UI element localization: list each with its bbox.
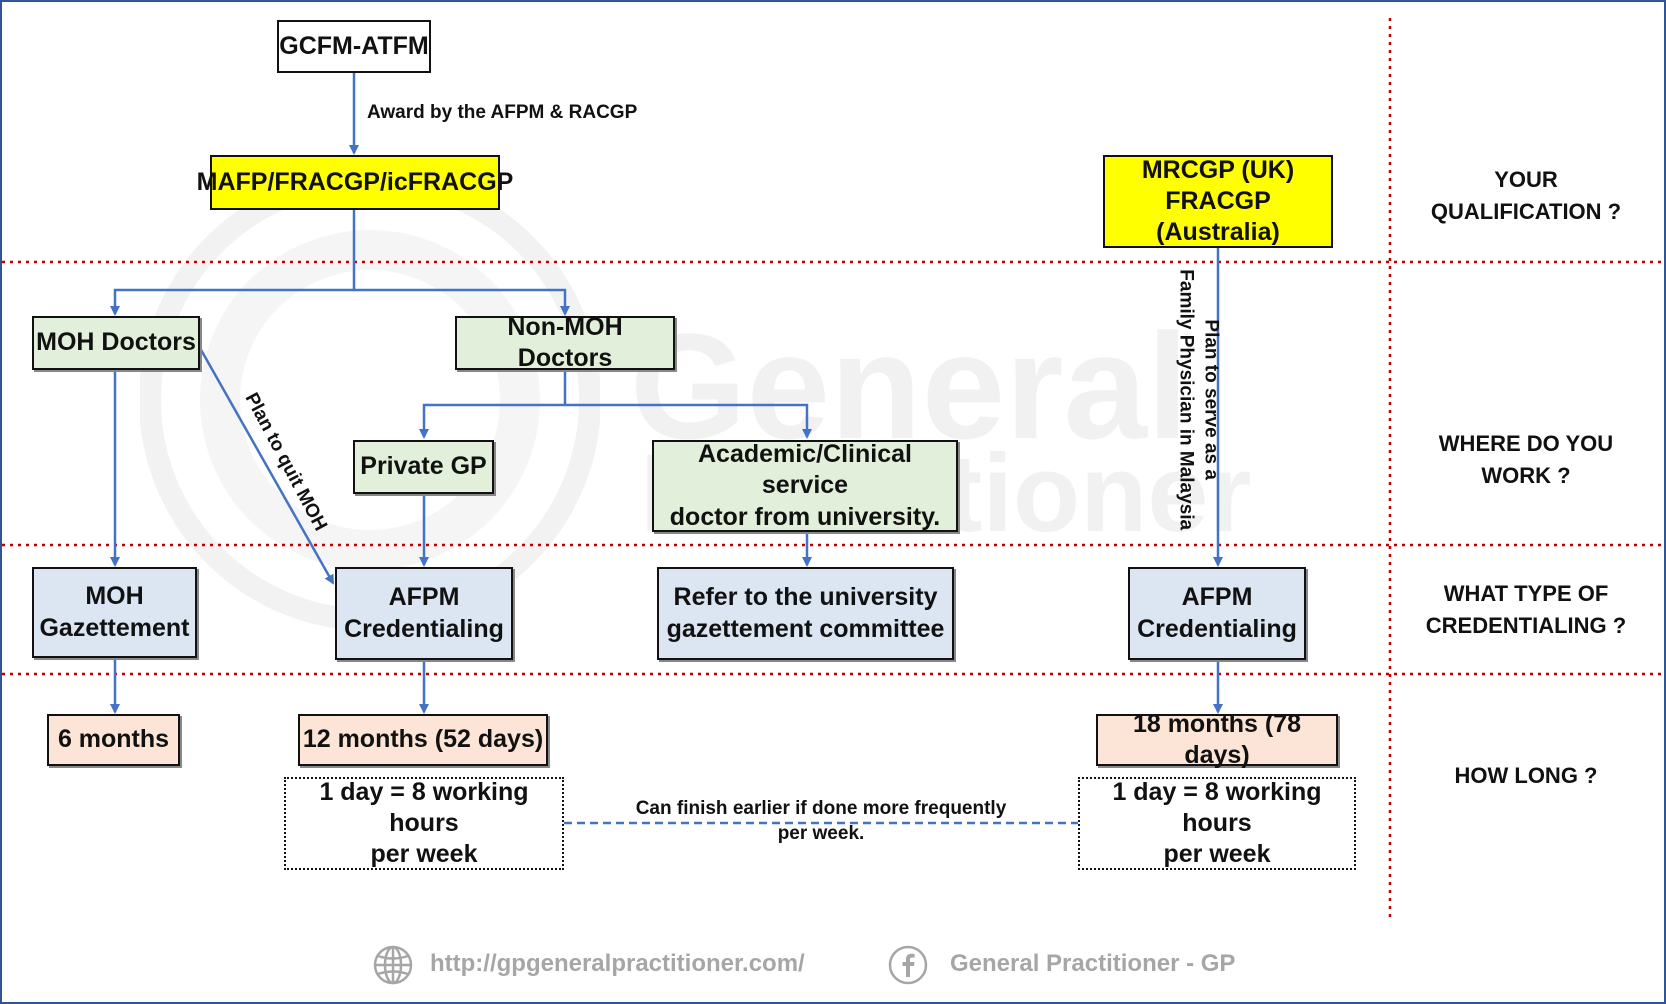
node-day-definition-2: 1 day = 8 working hours per week [1078, 777, 1356, 870]
node-gcfm-atfm: GCFM-ATFM [277, 20, 431, 73]
node-private-gp-label: Private GP [360, 452, 487, 481]
node-eighteen-months-label: 18 months (78 days) [1132, 709, 1302, 769]
edge-label-award: Award by the AFPM & RACGP [367, 102, 638, 123]
node-moh-doctors-label: MOH Doctors [36, 328, 196, 357]
node-mrcgp: MRCGP (UK) FRACGP (Australia) [1103, 155, 1333, 248]
node-day-definition-label-1: 1 day = 8 working hours [319, 777, 529, 837]
edge-label-finish-line-2: per week. [777, 822, 865, 844]
node-twelve-months: 12 months (52 days) [298, 714, 548, 766]
node-afpm-credentialing-label-1: AFPM [388, 583, 460, 612]
node-refer-university-label-2: gazettement committee [666, 614, 945, 643]
node-afpm-credentialing-label-2: Credentialing [344, 614, 504, 643]
category-qualification-line-1: YOUR [1494, 167, 1558, 192]
node-twelve-months-label: 12 months (52 days) [302, 725, 544, 754]
node-mafp: MAFP/FRACGP/icFRACGP [197, 155, 513, 210]
node-six-months-label: 6 months [57, 725, 170, 754]
category-workplace-line-2: WORK ? [1481, 462, 1571, 488]
category-credentialing-line-2: CREDENTIALING ? [1425, 612, 1627, 638]
node-moh-doctors: MOH Doctors [32, 316, 200, 370]
arrow-to-moh [110, 288, 354, 316]
arrow-moh-quit [198, 347, 335, 585]
category-qualification: YOUR QUALIFICATION ? [1416, 164, 1636, 228]
category-credentialing: WHAT TYPE OF CREDENTIALING ? [1416, 578, 1636, 642]
edge-label-finish: Can finish earlier if done more frequent… [606, 797, 1036, 846]
globe-icon [373, 945, 413, 985]
node-day-definition-label-2: per week [370, 840, 478, 869]
node-mrcgp-label-1: MRCGP (UK) [1141, 155, 1295, 184]
edge-label-serve: Plan to serve as a Family Physician in M… [1173, 240, 1222, 560]
node-academic-label-1: Academic/Clinical service [698, 440, 912, 500]
arrow-to-non-moh [354, 288, 570, 316]
node-moh-gazettement: MOH Gazettement [32, 567, 197, 658]
arrow-to-private-gp [419, 403, 565, 439]
node-afpm-credentialing: AFPM Credentialing [335, 567, 513, 660]
facebook-icon [888, 945, 928, 985]
node-mrcgp-label-2: FRACGP (Australia) [1156, 186, 1280, 247]
node-private-gp: Private GP [353, 440, 494, 494]
footer-url[interactable]: http://gpgeneralpractitioner.com/ [430, 950, 805, 977]
node-day-definition-2-label-1: 1 day = 8 working hours [1112, 777, 1322, 837]
node-academic-label-2: doctor from university. [669, 502, 941, 531]
node-gcfm-atfm-label: GCFM-ATFM [279, 31, 429, 60]
node-moh-gazettement-label-2: Gazettement [39, 613, 190, 642]
node-afpm-credentialing-2-label-1: AFPM [1181, 583, 1253, 612]
edge-label-finish-line-1: Can finish earlier if done more frequent… [635, 798, 1007, 819]
node-eighteen-months: 18 months (78 days) [1096, 710, 1338, 769]
category-qualification-line-2: QUALIFICATION ? [1430, 198, 1622, 224]
node-afpm-credentialing-2-label-2: Credentialing [1137, 614, 1297, 643]
node-day-definition: 1 day = 8 working hours per week [284, 777, 564, 870]
category-credentialing-line-1: WHAT TYPE OF [1443, 581, 1609, 606]
footer-facebook[interactable]: General Practitioner - GP [950, 950, 1236, 977]
category-how-long: HOW LONG ? [1454, 763, 1598, 788]
node-academic: Academic/Clinical service doctor from un… [652, 440, 958, 532]
edge-label-serve-line-1: Plan to serve as a [1200, 319, 1222, 480]
category-workplace-line-1: WHERE DO YOU [1438, 431, 1614, 456]
node-non-moh-doctors: Non-MOH Doctors [455, 313, 675, 372]
node-non-moh-doctors-label: Non-MOH Doctors [507, 312, 623, 372]
node-afpm-credentialing-2: AFPM Credentialing [1128, 567, 1306, 660]
node-moh-gazettement-label-1: MOH [85, 582, 144, 611]
edge-label-serve-line-2: Family Physician in Malaysia [1176, 269, 1197, 531]
node-six-months: 6 months [47, 714, 180, 766]
category-workplace: WHERE DO YOU WORK ? [1416, 428, 1636, 492]
node-refer-university: Refer to the university gazettement comm… [657, 567, 954, 660]
node-day-definition-2-label-2: per week [1163, 840, 1271, 869]
arrow-to-academic [565, 403, 812, 439]
node-refer-university-label-1: Refer to the university [673, 583, 938, 612]
node-mafp-label: MAFP/FRACGP/icFRACGP [196, 167, 514, 196]
